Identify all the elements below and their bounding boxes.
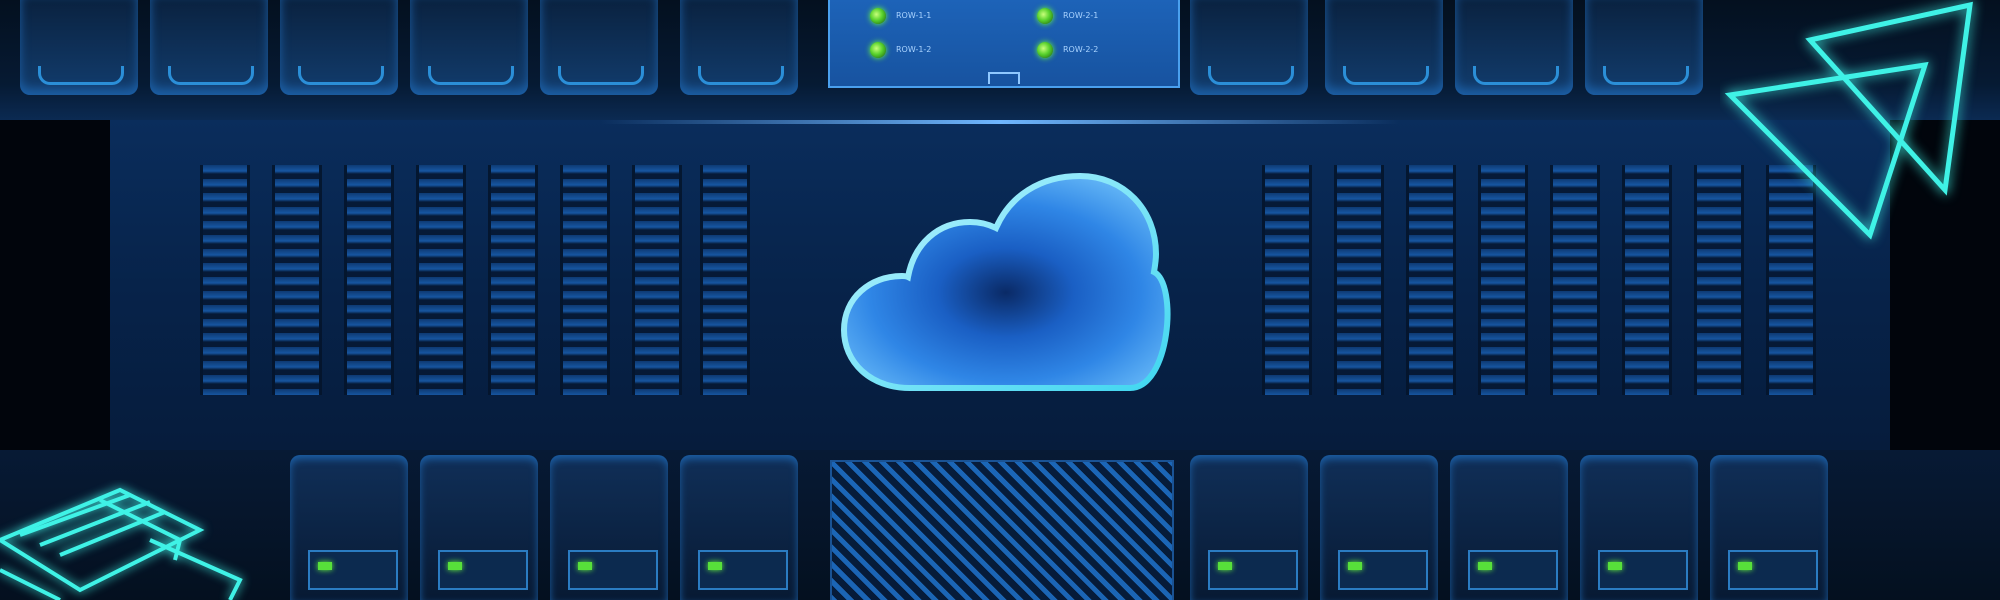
status-led	[870, 8, 886, 24]
server-slot	[1455, 0, 1573, 95]
vent-column	[1262, 165, 1312, 395]
vent-column	[1694, 165, 1744, 395]
vent-column	[344, 165, 394, 395]
led-label: ROW-1-2	[896, 45, 932, 54]
panel-handle	[988, 72, 1020, 84]
status-led	[1037, 42, 1053, 58]
server-slot	[410, 0, 528, 95]
vent-column	[632, 165, 682, 395]
server-slot	[540, 0, 658, 95]
drive-bay	[1580, 455, 1698, 600]
drive-bay	[550, 455, 668, 600]
drive-bay	[1320, 455, 1438, 600]
vent-column	[416, 165, 466, 395]
vent-column	[1334, 165, 1384, 395]
server-slot	[1585, 0, 1703, 95]
panel-glow-edge	[600, 120, 1400, 124]
isometric-neon-decoration	[0, 480, 260, 600]
drive-bay	[290, 455, 408, 600]
vent-column	[1406, 165, 1456, 395]
vent-column	[1550, 165, 1600, 395]
vent-column	[1478, 165, 1528, 395]
vent-column	[272, 165, 322, 395]
server-slot	[20, 0, 138, 95]
led-label: ROW-1-1	[896, 11, 932, 20]
control-panel: ROW-1-1 ROW-1-2 ROW-2-1 ROW-2-2	[828, 0, 1180, 88]
server-slot	[280, 0, 398, 95]
vent-column	[1622, 165, 1672, 395]
vent-column	[560, 165, 610, 395]
server-slot	[1325, 0, 1443, 95]
vent-column	[488, 165, 538, 395]
vent-column	[1766, 165, 1816, 395]
vent-column	[200, 165, 250, 395]
drive-bay	[1190, 455, 1308, 600]
drive-bay	[680, 455, 798, 600]
status-led	[1037, 8, 1053, 24]
status-led	[870, 42, 886, 58]
vent-column	[700, 165, 750, 395]
triangle-neon-decoration	[1720, 0, 2000, 250]
server-slot	[150, 0, 268, 95]
server-slot	[680, 0, 798, 95]
drive-bay	[420, 455, 538, 600]
drive-bay	[1710, 455, 1828, 600]
led-label: ROW-2-2	[1063, 45, 1099, 54]
cloud-icon	[830, 160, 1180, 400]
led-label: ROW-2-1	[1063, 11, 1099, 20]
drive-bay	[1450, 455, 1568, 600]
server-slot	[1190, 0, 1308, 95]
center-grille	[830, 460, 1174, 600]
